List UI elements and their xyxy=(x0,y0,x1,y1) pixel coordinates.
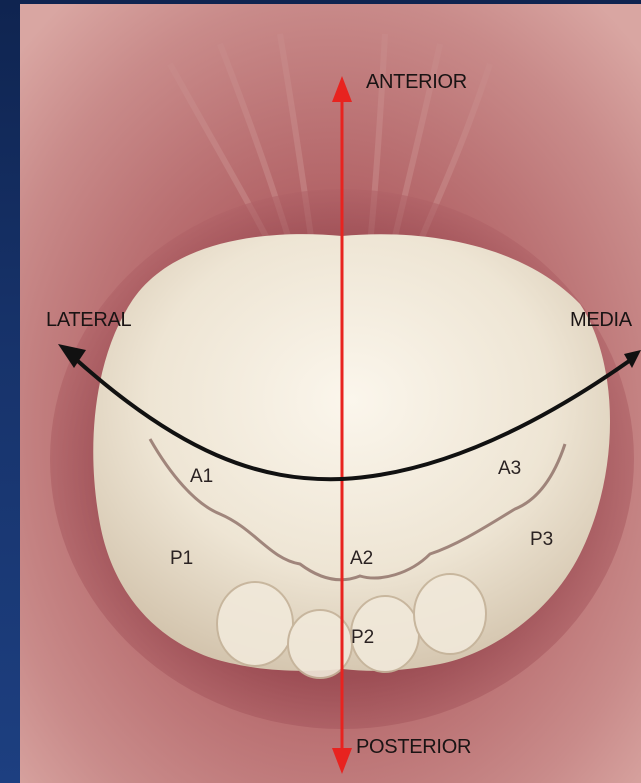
segment-a2-label: A2 xyxy=(350,549,373,568)
anterior-leaflet xyxy=(93,234,610,671)
segment-a3-label: A3 xyxy=(498,459,521,478)
segment-p2-label: P2 xyxy=(351,628,374,647)
segment-a1-label: A1 xyxy=(190,467,213,486)
lateral-label: LATERAL xyxy=(46,310,131,330)
anterior-label: ANTERIOR xyxy=(366,72,467,92)
medial-label: MEDIA xyxy=(570,310,632,330)
valve-illustration: ANTERIOR POSTERIOR LATERAL MEDIA A1 A2 A… xyxy=(20,4,641,783)
segment-p1-label: P1 xyxy=(170,549,193,568)
posterior-label: POSTERIOR xyxy=(356,737,471,757)
segment-p3-label: P3 xyxy=(530,530,553,549)
mitral-valve-drawing xyxy=(20,4,641,783)
